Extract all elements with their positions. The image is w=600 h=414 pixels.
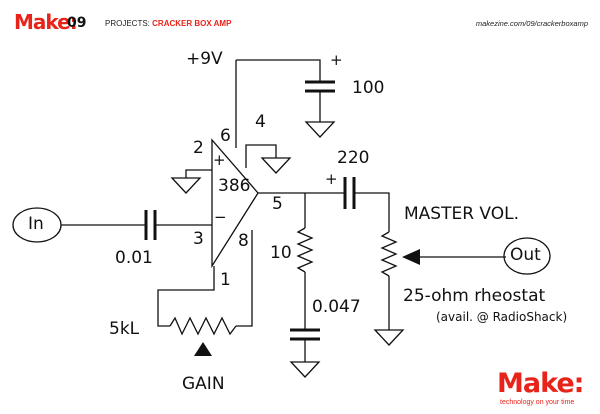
pin2-ground-wire <box>185 169 212 178</box>
inverting-input-mark: − <box>214 208 227 226</box>
master-volume-label: MASTER VOL. <box>404 204 520 224</box>
output-cap-value: 220 <box>337 148 370 168</box>
supply-rail-wire <box>236 59 321 82</box>
pin4-label: 4 <box>255 112 266 132</box>
gain-pot-value: 5kL <box>109 319 140 339</box>
pin1-to-gain-pot-wire <box>157 266 215 327</box>
output-cap-to-volume-wire <box>354 192 390 232</box>
section-heading: PROJECTS: CRACKER BOX AMP <box>105 19 231 29</box>
pin1-label: 1 <box>220 270 231 290</box>
output-jack <box>503 237 551 275</box>
make-logo: Make: <box>14 10 78 34</box>
pin2-label: 2 <box>193 138 204 158</box>
zobel-cap-value: 0.047 <box>312 297 361 317</box>
rheostat-note: (avail. @ RadioShack) <box>436 310 568 324</box>
make-tagline: technology on your time <box>500 399 575 406</box>
pin6-label: 6 <box>220 126 231 146</box>
ground-symbol-pin2 <box>170 177 202 194</box>
chip-model-label: 386 <box>218 176 251 196</box>
volume-wiper-arrowhead <box>402 249 420 265</box>
pin4-ground-wire <box>245 144 277 168</box>
gain-wiper-arrowhead <box>194 342 212 356</box>
ground-symbol-volume <box>373 329 405 346</box>
make-logo-footer: Make: <box>497 368 584 399</box>
chip-386-body <box>211 138 259 269</box>
noninverting-input-mark: + <box>213 151 226 169</box>
supply-voltage-label: +9V <box>186 49 223 69</box>
rheostat-label: 25-ohm rheostat <box>403 286 546 306</box>
issue-number: 09 <box>67 15 87 31</box>
gain-label: GAIN <box>182 374 225 394</box>
output-cap-polarity: + <box>325 170 338 188</box>
page-url: makezine.com/09/crackerboxamp <box>475 19 588 28</box>
gain-pot-to-pin8-wire <box>236 230 253 327</box>
supply-cap-polarity: + <box>330 51 343 69</box>
pin5-label: 5 <box>272 194 283 214</box>
gain-pot-zigzag <box>169 316 237 336</box>
ground-symbol-supply <box>304 121 336 138</box>
section-title: CRACKER BOX AMP <box>152 19 232 28</box>
volume-rheostat-zigzag <box>380 231 398 277</box>
zobel-resistor-zigzag <box>296 227 314 273</box>
zobel-resistor-value: 10 <box>270 243 292 263</box>
section-prefix: PROJECTS: <box>105 19 150 28</box>
output-label: Out <box>510 245 541 265</box>
input-cap-value: 0.01 <box>115 248 153 268</box>
ground-symbol-zobel <box>289 361 321 378</box>
pin8-label: 8 <box>238 231 249 251</box>
input-label: In <box>28 214 44 234</box>
pin3-label: 3 <box>193 229 204 249</box>
ground-symbol-pin4 <box>260 157 292 174</box>
supply-cap-value: 100 <box>352 78 385 98</box>
